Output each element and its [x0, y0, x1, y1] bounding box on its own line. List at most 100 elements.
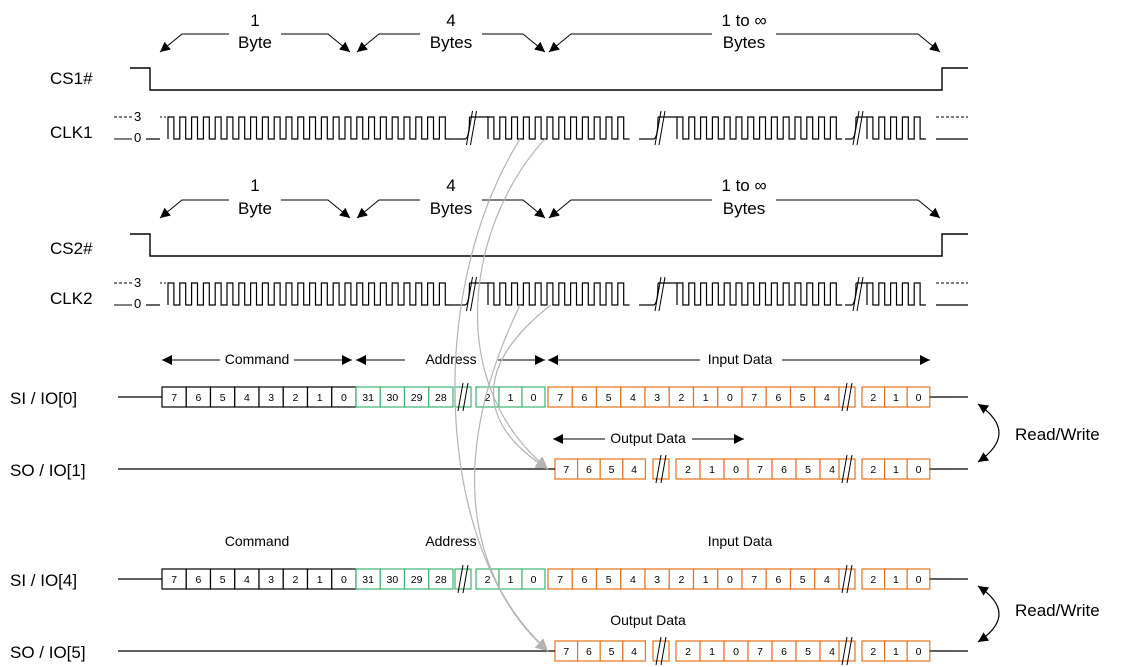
bit-label: 2	[485, 392, 491, 404]
bit-label: 5	[805, 464, 811, 476]
clk1-level-low: 0	[134, 130, 141, 145]
bit-label: 4	[631, 646, 637, 658]
bit-label: 4	[244, 574, 250, 586]
segment-dimension-arrows	[159, 33, 941, 444]
command-field-label: Command	[225, 351, 290, 367]
bit-cell	[838, 458, 856, 480]
segment-1-bottom: Byte	[238, 199, 272, 218]
clock-line	[465, 282, 471, 306]
bit-label: 7	[171, 574, 177, 586]
bit-label: 30	[387, 574, 399, 586]
segment-3-top: 1 to ∞	[721, 11, 766, 30]
bit-label: 7	[757, 464, 763, 476]
bit-cell	[428, 386, 454, 408]
segment-1-bottom: Byte	[238, 33, 272, 52]
bit-label: 3	[654, 574, 660, 586]
input-data-field-label: Input Data	[708, 351, 773, 367]
bit-label: 6	[586, 646, 592, 658]
bit-label: 30	[387, 392, 399, 404]
bit-label: 1	[508, 574, 514, 586]
clock-waveforms	[114, 110, 968, 312]
clock-to-output-curve	[476, 138, 549, 470]
bit-label: 0	[341, 392, 347, 404]
clock-line	[676, 282, 843, 306]
bit-label: 6	[581, 392, 587, 404]
bit-break-mark	[457, 382, 464, 412]
read-write-arrow	[977, 403, 1000, 463]
bit-label: 4	[829, 646, 835, 658]
bit-label: 5	[220, 574, 226, 586]
bit-label: 29	[411, 392, 423, 404]
input-data-field-label: Input Data	[708, 533, 773, 549]
bit-break-mark	[660, 454, 667, 484]
bit-label: 31	[362, 574, 374, 586]
clock-line	[866, 282, 926, 306]
dimension-arrow	[159, 199, 229, 219]
clk2-level-low: 0	[134, 296, 141, 311]
bit-label: 6	[581, 574, 587, 586]
bit-label: 7	[751, 392, 757, 404]
data-lines	[118, 396, 968, 652]
clock-line	[167, 282, 452, 306]
bit-label: 1	[893, 392, 899, 404]
clock-line	[465, 116, 471, 140]
bit-label: 0	[733, 646, 739, 658]
bit-label: 1	[703, 392, 709, 404]
chip-select-line	[130, 233, 968, 257]
bit-label: 1	[317, 574, 323, 586]
bit-label: 1	[703, 574, 709, 586]
bit-label: 5	[609, 464, 615, 476]
bit-label: 4	[829, 464, 835, 476]
bit-break-mark	[846, 564, 853, 594]
bit-label: 4	[630, 574, 636, 586]
bit-label: 2	[685, 646, 691, 658]
output-data-field-label: Output Data	[610, 430, 686, 446]
si-io0-label: SI / IO[0]	[10, 389, 77, 408]
bit-break-mark	[655, 454, 662, 484]
dimension-arrow	[776, 33, 941, 53]
bit-label: 4	[824, 392, 830, 404]
bit-label: 3	[654, 392, 660, 404]
dimension-arrow	[281, 199, 351, 219]
bit-label: 6	[775, 574, 781, 586]
bit-label: 5	[805, 646, 811, 658]
bit-label: 28	[435, 574, 447, 586]
bit-cell	[906, 568, 931, 590]
bit-label: 3	[268, 392, 274, 404]
bit-label: 5	[606, 574, 612, 586]
segment-1-top: 1	[250, 11, 259, 30]
bit-cell	[622, 640, 646, 662]
bit-label: 6	[195, 574, 201, 586]
bit-label: 6	[781, 646, 787, 658]
bit-label: 7	[557, 392, 563, 404]
dimension-arrow	[776, 199, 941, 219]
address-field-label: Address	[425, 533, 476, 549]
bit-label: 7	[563, 646, 569, 658]
bit-label: 0	[341, 574, 347, 586]
segment-3-bottom: Bytes	[723, 199, 766, 218]
bit-cell	[521, 386, 546, 408]
bit-label: 6	[781, 464, 787, 476]
bit-label: 1	[508, 392, 514, 404]
segment-1-top: 1	[250, 176, 259, 195]
bit-cell	[428, 568, 454, 590]
dimension-arrow	[356, 199, 420, 219]
clock-line	[487, 116, 630, 140]
bit-break-mark	[655, 636, 662, 666]
bit-label: 2	[870, 574, 876, 586]
dimension-arrow	[482, 199, 546, 219]
bit-label: 2	[870, 464, 876, 476]
clk2-level-high: 3	[134, 275, 141, 290]
clock-line	[167, 116, 452, 140]
segment-2-top: 4	[446, 176, 455, 195]
bit-label: 4	[631, 464, 637, 476]
dimension-arrow	[548, 33, 712, 53]
bit-label: 3	[268, 574, 274, 586]
address-field-label: Address	[425, 351, 476, 367]
bit-cell	[622, 458, 646, 480]
clock-to-output-curves	[454, 138, 552, 652]
bit-label: 5	[609, 646, 615, 658]
bit-cell	[652, 458, 670, 480]
bit-cell	[652, 640, 670, 662]
bit-label: 6	[586, 464, 592, 476]
